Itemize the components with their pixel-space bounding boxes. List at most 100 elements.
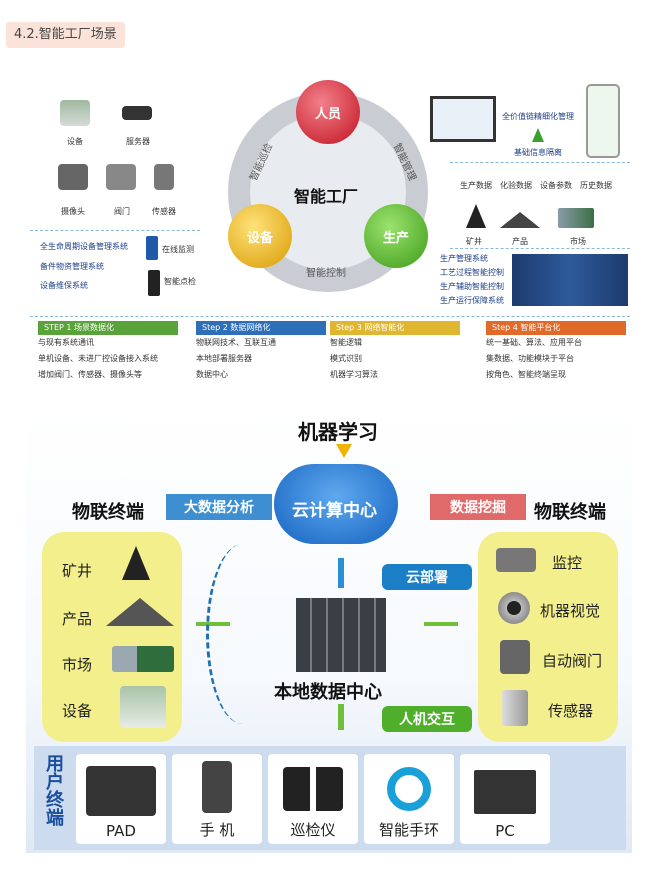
icon-label: 产品	[512, 237, 528, 246]
right-dashed-divider	[450, 162, 630, 163]
step-3-item: 智能逻辑	[330, 338, 362, 347]
architecture-diagram: 机器学习 云计算中心 物联终端 大数据分析 数据挖掘 物联终端 矿井 产品 市场…	[26, 408, 632, 853]
right-system-line: 工艺过程智能控制	[440, 268, 504, 277]
step-1-item: 单机设备、未进厂控设备接入系统	[38, 354, 158, 363]
step-4-item: 按角色、智能终端呈现	[486, 370, 566, 379]
user-terminal-label: 用户终端	[43, 754, 64, 826]
iot-terminal-right-title: 物联终端	[534, 502, 606, 523]
terminal-label: PC	[495, 822, 515, 840]
icon-label: 市场	[570, 237, 586, 246]
camera-icon	[496, 548, 536, 572]
desktop-screen-icon	[430, 96, 496, 142]
terminal-label: 巡检仪	[290, 821, 336, 839]
step-1-item: 与现有系统通讯	[38, 338, 94, 347]
left-system-line: 备件物资管理系统	[40, 262, 104, 271]
monitor-device-icon	[146, 236, 158, 260]
device-label: 在线监测	[162, 245, 194, 254]
vertical-double-arrow-icon	[338, 558, 344, 588]
machine-learning-label: 机器学习	[298, 420, 378, 444]
data-tag: 化验数据	[500, 181, 532, 190]
icon-label: 阀门	[114, 207, 130, 216]
terminal-pad: PAD	[76, 754, 166, 844]
auto-valve-icon	[500, 640, 530, 674]
market-train-icon	[112, 646, 174, 672]
value-chain-label: 全价值链精细化管理	[502, 112, 574, 121]
machine-vision-icon	[498, 592, 530, 624]
local-data-center-label: 本地数据中心	[274, 682, 382, 703]
right-iot-item: 传感器	[548, 702, 594, 720]
left-dashed-divider	[30, 230, 200, 231]
vertical-double-arrow-2-icon	[338, 704, 344, 730]
base-info-label: 基础信息隔离	[514, 148, 562, 157]
terminal-phone: 手 机	[172, 754, 262, 844]
step-3-item: 机器学习算法	[330, 370, 378, 379]
right-double-arrow-icon	[424, 622, 458, 626]
terminal-band: 智能手环	[364, 754, 454, 844]
dashed-arc	[206, 544, 279, 724]
equipment-node: 设备	[228, 204, 292, 268]
control-screens	[512, 254, 628, 306]
step-3-item: 模式识别	[330, 354, 362, 363]
product-pile-icon	[500, 212, 540, 228]
smart-factory-title: 智能工厂	[294, 187, 359, 206]
left-system-line: 设备维保系统	[40, 281, 88, 290]
left-iot-item: 市场	[62, 656, 93, 674]
right-system-line: 生产管理系统	[440, 254, 488, 263]
steps-row: STEP 1 场景数据化 与现有系统通讯 单机设备、未进厂控设备接入系统 增加阀…	[30, 316, 630, 389]
device-label: 智能点检	[164, 277, 196, 286]
pc-icon	[474, 770, 536, 814]
left-iot-item: 矿井	[62, 562, 93, 580]
valve-icon	[106, 164, 136, 190]
icon-label: 设备	[67, 137, 83, 146]
left-iot-item: 产品	[62, 610, 93, 628]
data-tag: 设备参数	[540, 181, 572, 190]
terminal-pc: PC	[460, 754, 550, 844]
step-2-item: 本地部署服务器	[196, 354, 252, 363]
step-4-item: 集数据、功能模块于平台	[486, 354, 574, 363]
production-node: 生产	[364, 204, 428, 268]
terminal-label: 智能手环	[378, 821, 439, 839]
terminal-label: PAD	[106, 822, 136, 840]
mine-shaft-icon	[466, 204, 486, 228]
data-tag: 历史数据	[580, 181, 612, 190]
cloud-icon	[274, 464, 398, 544]
personnel-node: 人员	[296, 80, 360, 144]
step-4-title: Step 4 智能平台化	[486, 321, 626, 335]
right-dashed-divider-2	[450, 248, 630, 249]
data-tag: 生产数据	[460, 181, 492, 190]
cloud-label: 云计算中心	[292, 501, 377, 521]
data-mining-arrow: 数据挖掘	[430, 494, 526, 520]
camera-icon	[58, 164, 88, 190]
human-machine-tag: 人机交互	[382, 706, 472, 732]
section-title: 4.2.智能工厂场景	[6, 22, 125, 48]
factory-diagram: 设备 服务器 摄像头 阀门 传感器 全生命周期设备管理系统 备件物资管理系统 设…	[30, 80, 630, 390]
sensor-icon	[502, 690, 528, 726]
terminal-inspector: 巡检仪	[268, 754, 358, 844]
ring-label-control: 智能控制	[306, 268, 346, 279]
right-iot-item: 自动阀门	[542, 652, 603, 670]
right-iot-item: 监控	[552, 554, 583, 572]
inspector-icon	[283, 767, 343, 811]
up-arrow-icon	[532, 128, 544, 142]
step-2-item: 物联网技术、互联互通	[196, 338, 276, 347]
step-4-item: 统一基础、算法、应用平台	[486, 338, 582, 347]
right-system-line: 生产辅助智能控制	[440, 282, 504, 291]
icon-label: 摄像头	[61, 207, 85, 216]
down-arrow-icon	[336, 444, 352, 458]
product-icon	[106, 598, 174, 626]
right-iot-item: 机器视觉	[540, 602, 601, 620]
left-iot-item: 设备	[62, 702, 93, 720]
cloud-deploy-tag: 云部署	[382, 564, 472, 590]
market-icon	[558, 208, 594, 228]
big-data-analysis-arrow: 大数据分析	[166, 494, 272, 520]
step-2-item: 数据中心	[196, 370, 228, 379]
iot-terminal-left-title: 物联终端	[72, 502, 144, 523]
step-3-title: Step 3 网络智能化	[330, 321, 460, 335]
icon-label: 传感器	[152, 207, 176, 216]
phone-icon	[202, 761, 232, 813]
left-system-line: 全生命周期设备管理系统	[40, 242, 128, 251]
step-1-title: STEP 1 场景数据化	[38, 321, 178, 335]
inspection-device-icon	[148, 270, 160, 296]
step-1-item: 增加阀门、传感器、摄像头等	[38, 370, 142, 379]
equipment-icon	[120, 686, 166, 728]
